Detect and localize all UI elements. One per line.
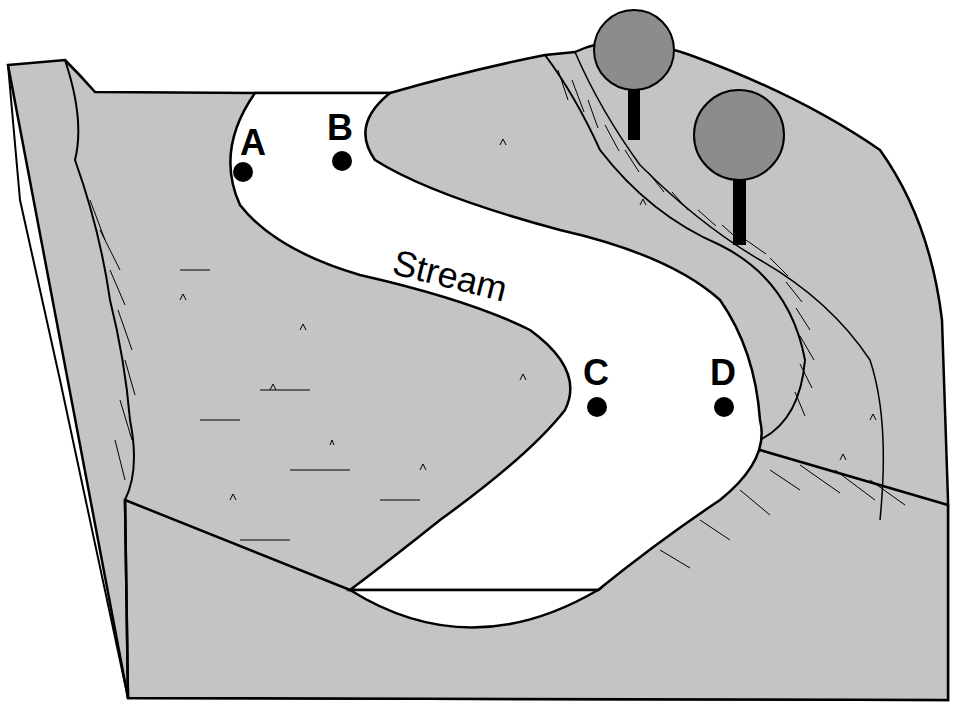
land-block <box>8 42 948 700</box>
stream-channel <box>230 93 761 590</box>
point-label: A <box>240 125 266 161</box>
point-label: C <box>583 355 609 391</box>
location-dot <box>233 151 734 417</box>
valley-wall-left <box>65 60 134 500</box>
tree <box>594 10 784 245</box>
grass-marks <box>180 139 876 540</box>
point-label: D <box>710 355 736 391</box>
left-face-edge <box>8 65 128 698</box>
stream-cross-section <box>350 590 598 628</box>
point-label: B <box>327 110 353 146</box>
